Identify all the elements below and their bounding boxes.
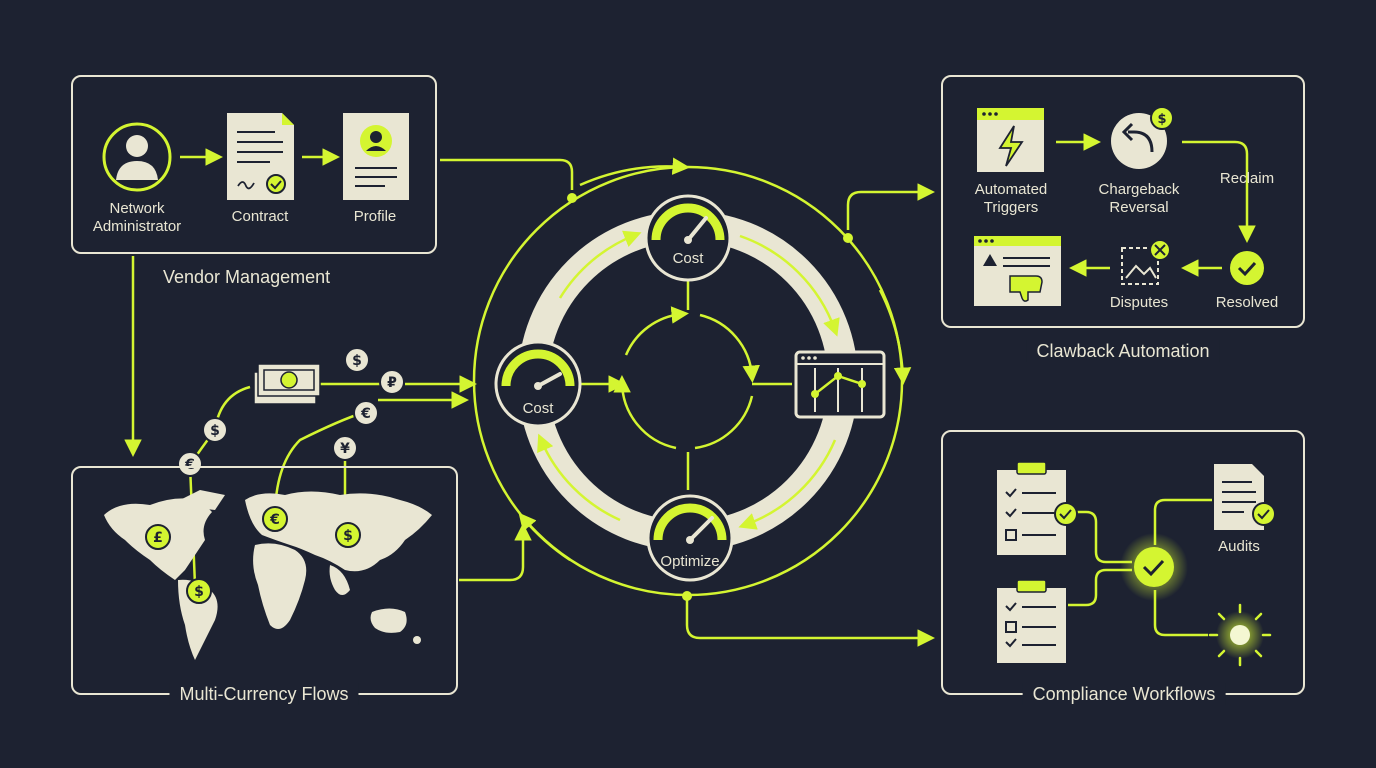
automated-triggers-icon bbox=[977, 108, 1044, 172]
currency-symbol: $ bbox=[210, 423, 220, 439]
disputes-label: Disputes bbox=[1109, 294, 1169, 311]
gauge-bottom-label: Optimize bbox=[660, 553, 720, 570]
contract-icon bbox=[227, 113, 294, 200]
checklist-bottom-icon bbox=[997, 579, 1066, 663]
gauge-bottom-icon bbox=[646, 494, 734, 582]
vendor-management-title: Vendor Management bbox=[153, 266, 341, 288]
checklist-top-icon bbox=[997, 461, 1078, 555]
currency-symbol: $ bbox=[194, 584, 204, 600]
chargeback-reversal-icon: $ bbox=[1111, 106, 1174, 169]
alert-light-icon bbox=[1208, 603, 1272, 667]
analytics-window-icon bbox=[794, 350, 886, 419]
currency-coin-icon bbox=[145, 524, 171, 550]
currency-coin-icon bbox=[379, 369, 405, 395]
contract-label: Contract bbox=[231, 208, 289, 225]
disputes-icon bbox=[1121, 239, 1171, 285]
currency-symbol: £ bbox=[153, 530, 163, 546]
compliance-workflows-title: Compliance Workflows bbox=[1022, 683, 1226, 705]
dispute-window-icon bbox=[974, 236, 1061, 306]
vendor-management-panel bbox=[71, 75, 437, 254]
gauge-left-label: Cost bbox=[522, 400, 554, 417]
chargeback-reversal-label: Chargeback Reversal bbox=[1098, 181, 1180, 216]
currency-coin-icon bbox=[262, 506, 288, 532]
currency-coin-icon bbox=[186, 578, 212, 604]
gauge-top-label: Cost bbox=[672, 250, 704, 267]
resolved-label: Resolved bbox=[1215, 294, 1279, 311]
currency-coin-icon bbox=[344, 347, 370, 373]
currency-symbol: ₽ bbox=[387, 375, 397, 391]
svg-text:$: $ bbox=[1157, 112, 1166, 127]
currency-coins: $ ₽ $ € € ¥ £ $ € $ bbox=[145, 347, 405, 604]
currency-coin-icon bbox=[335, 522, 361, 548]
network-administrator-label: Network Administrator bbox=[92, 200, 182, 235]
reclaim-label: Reclaim bbox=[1219, 170, 1275, 187]
automated-triggers-label: Automated Triggers bbox=[974, 181, 1048, 216]
profile-label: Profile bbox=[353, 208, 397, 225]
currency-symbol: € bbox=[269, 512, 280, 528]
currency-symbol: € bbox=[184, 457, 195, 473]
currency-coin-icon bbox=[202, 417, 228, 443]
compliance-hub-check-icon bbox=[1120, 533, 1188, 601]
currency-coin-icon bbox=[332, 435, 358, 461]
currency-coin-icon bbox=[353, 400, 379, 426]
profile-icon bbox=[343, 113, 409, 200]
gauge-left-icon bbox=[494, 340, 582, 428]
compliance-workflows-panel bbox=[941, 430, 1305, 695]
audits-icon bbox=[1214, 464, 1276, 530]
clawback-automation-title: Clawback Automation bbox=[1026, 340, 1220, 362]
currency-symbol: $ bbox=[352, 353, 362, 369]
multi-currency-panel bbox=[71, 466, 458, 695]
currency-symbol: $ bbox=[343, 528, 353, 544]
gauge-top-icon bbox=[644, 194, 732, 282]
currency-symbol: ¥ bbox=[340, 441, 350, 457]
currency-coin-icon bbox=[177, 451, 203, 477]
multi-currency-title: Multi-Currency Flows bbox=[169, 683, 359, 705]
clawback-automation-panel bbox=[941, 75, 1305, 328]
currency-symbol: € bbox=[360, 406, 371, 422]
banknote-icon bbox=[253, 363, 321, 405]
resolved-check-icon bbox=[1230, 251, 1264, 285]
audits-label: Audits bbox=[1218, 538, 1260, 555]
network-administrator-icon bbox=[102, 122, 172, 192]
